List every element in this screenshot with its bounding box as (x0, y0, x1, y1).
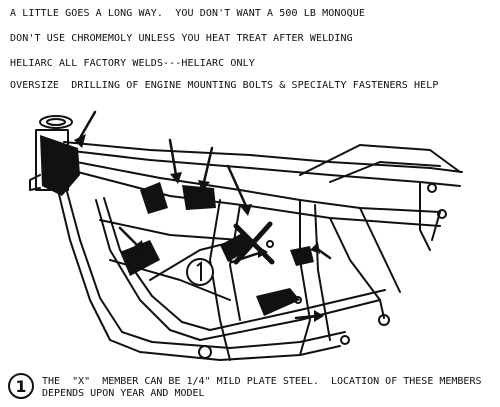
gusset-lower (256, 288, 300, 316)
x-member (233, 221, 275, 265)
arrow-heads (74, 134, 324, 322)
footnote-text: THE "X" MEMBER CAN BE 1/4" MILD PLATE ST… (42, 376, 488, 399)
circle-1-marker (186, 258, 214, 286)
callout-arrows (78, 110, 332, 320)
reinforcement-gussets (40, 135, 314, 316)
note-line-4: OVERSIZE DRILLING OF ENGINE MOUNTING BOL… (10, 80, 439, 91)
footnote-number-badge: 1 (8, 373, 34, 399)
gusset-backbone-left (140, 182, 168, 214)
gusset-backbone-right (182, 185, 216, 210)
x-member-footnote: 1 THE "X" MEMBER CAN BE 1/4" MILD PLATE … (8, 372, 496, 404)
gusset-center (220, 232, 252, 262)
gusset-downtube (120, 240, 160, 276)
steering-head-cup (39, 115, 73, 129)
note-line-2: DON'T USE CHROMEMOLY UNLESS YOU HEAT TRE… (10, 33, 353, 44)
gusset-rear (290, 246, 314, 266)
note-line-1: A LITTLE GOES A LONG WAY. YOU DON'T WANT… (10, 8, 365, 19)
gusset-steering-head (40, 135, 80, 196)
note-line-3: HELIARC ALL FACTORY WELDS---HELIARC ONLY (10, 58, 255, 69)
